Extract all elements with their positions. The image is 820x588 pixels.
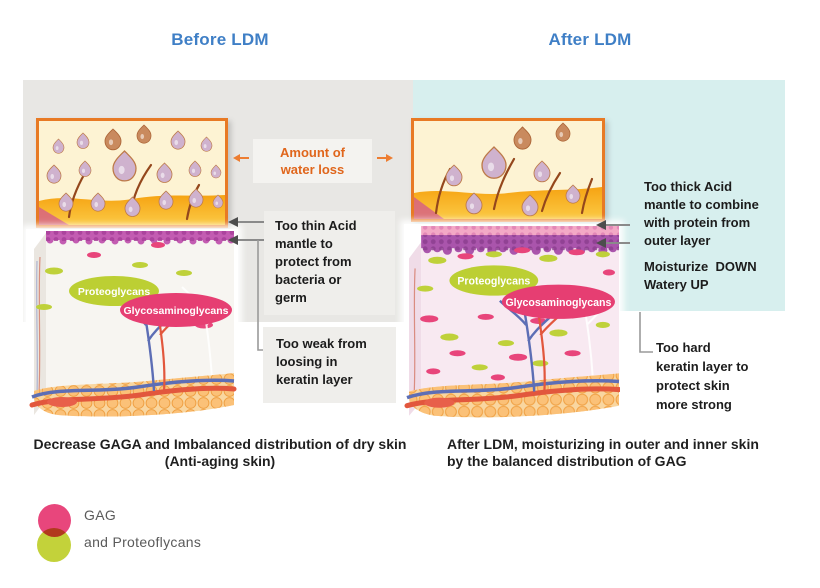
too-hard-connector-line <box>639 312 653 353</box>
legend-proteoflycans-label: and Proteoflycans <box>84 534 202 550</box>
annotation-too-weak-keratin: Too weak from loosing in keratin layer <box>263 327 396 403</box>
caption-before: Decrease GAGA and Imbalanced distributio… <box>33 436 407 469</box>
glycosaminoglycans-label-after: Glycosaminoglycans <box>505 297 611 309</box>
skin-illustration-before: Proteoglycans Glycosaminoglycans <box>26 229 238 435</box>
glycosaminoglycans-label-before: Glycosaminoglycans <box>123 305 228 317</box>
too-thick-arrow-icon-2 <box>596 238 630 248</box>
water-droplets-illustration-before <box>39 124 225 225</box>
after-ldm-title: After LDM <box>548 30 632 49</box>
water-loss-right-arrow-icon <box>377 154 393 162</box>
caption-after: After LDM, moisturizing in outer and inn… <box>447 436 759 469</box>
skin-illustration-after: Proteoglycans Glycosaminoglycans <box>404 224 620 436</box>
before-ldm-title: Before LDM <box>171 30 269 49</box>
legend-gag-circle <box>38 504 71 537</box>
annotation-too-thin-acid-mantle: Too thin Acid mantle to protect from bac… <box>264 211 395 315</box>
annotation-moisturize-watery: Moisturize DOWN Watery UP <box>644 259 757 292</box>
water-loss-label: Amount of water loss <box>253 139 372 183</box>
too-thin-arrow-icon-2 <box>228 235 264 245</box>
legend-gag-label: GAG <box>84 507 117 523</box>
proteoglycans-label-after: Proteoglycans <box>457 276 530 288</box>
proteoglycans-label-before: Proteoglycans <box>78 286 151 298</box>
water-droplets-box-after <box>411 118 605 222</box>
too-thin-arrow-icon-1 <box>228 217 264 227</box>
water-loss-left-arrow-icon <box>233 154 249 162</box>
annotation-too-thick-acid-mantle: Too thick Acid mantle to combine with pr… <box>644 179 759 248</box>
annotation-too-hard-keratin: Too hard keratin layer to protect skin m… <box>656 340 749 412</box>
water-droplets-box-before <box>36 118 228 228</box>
too-thick-arrow-icon-1 <box>596 220 630 230</box>
water-droplets-illustration-after <box>414 122 602 219</box>
